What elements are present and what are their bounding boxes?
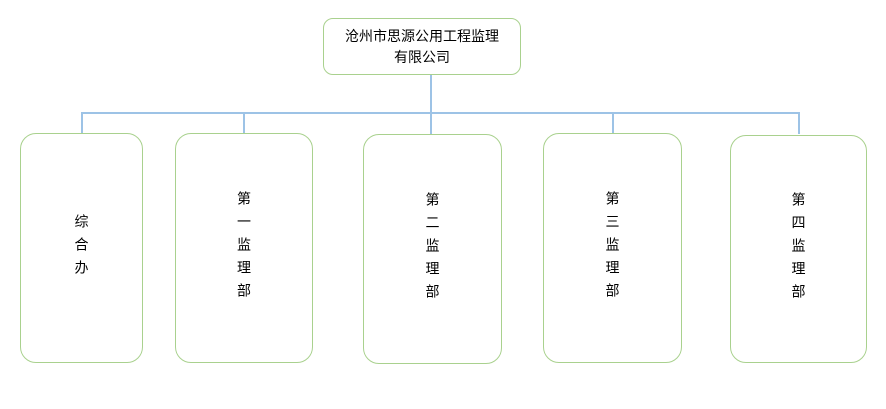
general-office-label: 综合办 [73,213,90,283]
supervision-dept-3-label: 第三监理部 [604,190,621,306]
connector-drop-general-office [81,112,83,134]
connector-horizontal [81,112,799,114]
supervision-dept-2-label: 第二监理部 [424,191,441,307]
supervision-dept-4-label: 第四监理部 [790,191,807,307]
supervision-dept-1-label: 第一监理部 [236,190,252,306]
org-box-root: 沧州市思源公用工程监理 有限公司 [323,18,521,75]
org-box-supervision-dept-3: 第三监理部 [543,133,682,363]
org-box-general-office: 综合办 [20,133,143,363]
org-box-supervision-dept-4: 第四监理部 [730,135,867,363]
connector-drop-dept-3 [612,112,614,134]
connector-root-stub [430,75,432,113]
root-name-line-1: 沧州市思源公用工程监理 [345,27,499,44]
org-box-supervision-dept-2: 第二监理部 [363,134,502,364]
org-box-supervision-dept-1: 第一监理部 [175,133,313,363]
connector-drop-dept-2 [430,112,432,134]
root-name-line-2: 有限公司 [394,48,450,65]
connector-drop-dept-4 [798,112,800,134]
connector-drop-dept-1 [243,112,245,134]
